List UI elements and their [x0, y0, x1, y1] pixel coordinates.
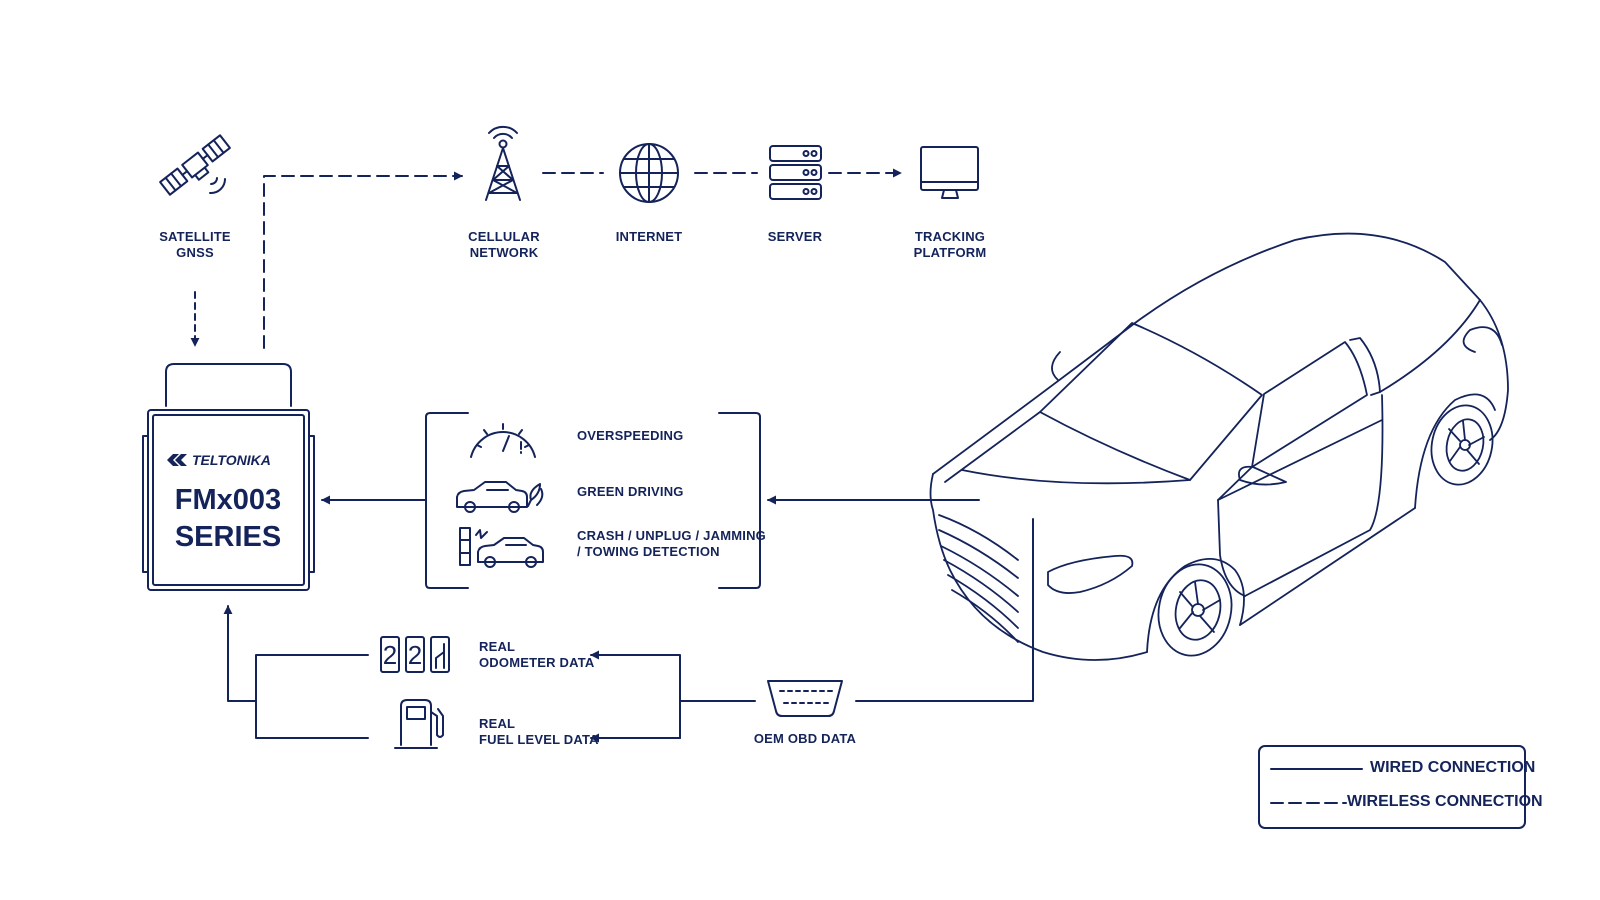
legend-wireless-label: WIRELESS CONNECTION — [1347, 793, 1543, 810]
obd-to-odometer-link — [590, 650, 681, 739]
obd-to-fuel-link — [590, 700, 681, 743]
crash-icon — [459, 527, 544, 568]
odometer-icon — [380, 636, 450, 673]
eco-car-icon — [456, 481, 544, 513]
legend-box — [1258, 745, 1526, 829]
device-model: FMx003 SERIES — [174, 484, 282, 553]
odometer-digit-2: 2 — [408, 640, 422, 670]
features-bracket-left — [425, 412, 469, 589]
server-icon — [769, 145, 822, 200]
monitor-icon — [920, 146, 979, 199]
obd-connector-icon — [767, 680, 843, 717]
satellite-icon — [159, 134, 231, 196]
teltonika-logo: TELTONIKA — [166, 452, 296, 468]
tracker-device — [142, 363, 315, 591]
feature-crash-label: CRASH / UNPLUG / JAMMING/ TOWING DETECTI… — [577, 528, 766, 559]
obd-label: OEM OBD DATA — [753, 731, 857, 746]
teltonika-mark-icon — [167, 454, 187, 466]
server-label: SERVER — [767, 229, 823, 244]
features-bracket-right — [718, 412, 761, 589]
speedometer-icon — [470, 423, 536, 458]
data-to-device-link — [228, 606, 369, 739]
odometer-digit-1: 2 — [383, 640, 397, 670]
car-icon — [929, 232, 1509, 661]
cell-tower-icon — [485, 125, 521, 201]
device-to-cellular-link — [263, 171, 463, 349]
brand-name: TELTONIKA — [192, 452, 271, 468]
feature-green-driving-label: GREEN DRIVING — [577, 484, 684, 499]
internet-label: INTERNET — [615, 229, 683, 244]
feature-overspeeding-label: OVERSPEEDING — [577, 428, 684, 443]
globe-icon — [619, 143, 679, 203]
satellite-signal-icon — [209, 177, 227, 195]
legend-wired-label: WIRED CONNECTION — [1370, 759, 1536, 776]
car-to-obd-link — [855, 518, 1034, 702]
fuel-pump-icon — [394, 699, 444, 749]
